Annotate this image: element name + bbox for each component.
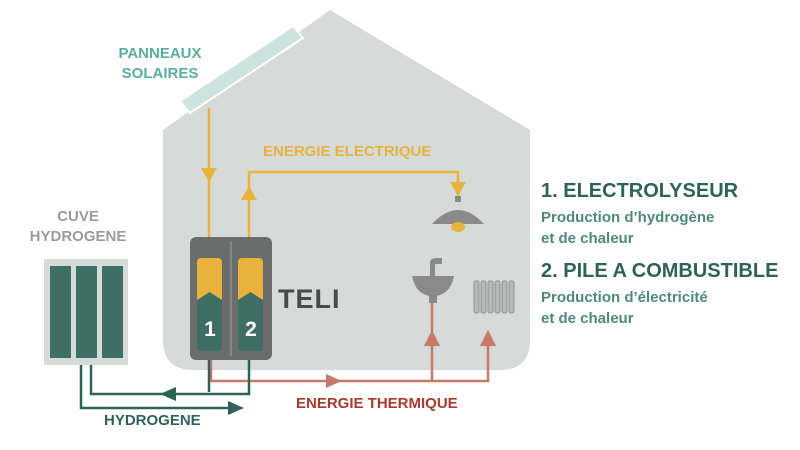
solar-panels-label: PANNEAUX SOLAIRES bbox=[100, 44, 220, 84]
legend-fuel-cell-line-2: et de chaleur bbox=[541, 310, 634, 327]
radiator-icon bbox=[473, 280, 515, 314]
hydrogen-arrow-right bbox=[228, 401, 244, 415]
sink-icon bbox=[412, 258, 454, 303]
electric-energy-label: ENERGIE ELECTRIQUE bbox=[263, 143, 432, 160]
thermal-arrow-sink bbox=[424, 330, 440, 346]
hydrogen-tank bbox=[44, 259, 128, 365]
hydrogen-label: HYDROGENE bbox=[104, 412, 201, 429]
hydrogen-tank-label: CUVE HYDROGENE bbox=[18, 207, 138, 247]
electric-arrow-up-2 bbox=[241, 186, 257, 200]
legend-electrolyzer-line-1: Production d’hydrogène bbox=[541, 209, 715, 226]
legend-electrolyzer-title: 1. ELECTROLYSEUR bbox=[541, 180, 739, 202]
hydrogen-tank-label-line-1: CUVE bbox=[57, 208, 99, 225]
teli-device bbox=[190, 237, 272, 360]
legend-fuel-cell-description: Production d’électricité et de chaleur bbox=[541, 287, 708, 329]
lamp-icon bbox=[432, 196, 484, 232]
module-2-number: 2 bbox=[245, 318, 257, 341]
hydrogen-tank-label-line-2: HYDROGENE bbox=[29, 228, 127, 245]
thermal-energy-label: ENERGIE THERMIQUE bbox=[296, 395, 458, 412]
device-name-label: TELI bbox=[278, 284, 341, 314]
module-1-number: 1 bbox=[204, 318, 216, 341]
legend-electrolyzer-description: Production d’hydrogène et de chaleur bbox=[541, 207, 714, 249]
hydrogen-arrow-left bbox=[160, 387, 176, 401]
electrolyzer-module bbox=[197, 258, 222, 351]
thermal-arrow-radiator bbox=[480, 330, 496, 346]
legend-electrolyzer-line-2: et de chaleur bbox=[541, 230, 634, 247]
solar-panel bbox=[178, 24, 305, 115]
legend-fuel-cell-line-1: Production d’électricité bbox=[541, 289, 708, 306]
electric-arrow-lamp bbox=[450, 182, 466, 196]
fuel-cell-module bbox=[238, 258, 263, 351]
electric-arrow-down-1 bbox=[201, 168, 217, 182]
solar-panels-label-line-1: PANNEAUX bbox=[118, 45, 202, 62]
legend-fuel-cell-title: 2. PILE A COMBUSTIBLE bbox=[541, 260, 779, 282]
thermal-arrow-right bbox=[326, 374, 342, 388]
solar-panels-label-line-2: SOLAIRES bbox=[121, 65, 199, 82]
